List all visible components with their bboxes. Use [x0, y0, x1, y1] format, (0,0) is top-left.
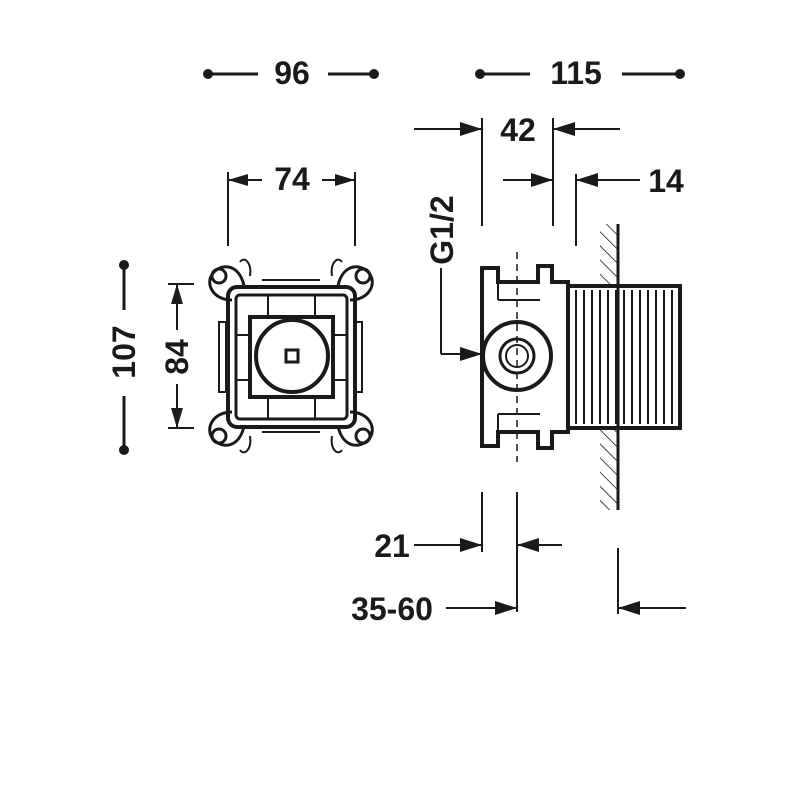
dimension-115: 115 [475, 55, 685, 91]
mounting-ear-bottom-left [208, 410, 252, 454]
dimension-74-label: 74 [274, 161, 310, 197]
front-view [208, 258, 374, 454]
dimension-107: 107 [106, 260, 142, 455]
dimension-21: 21 [374, 492, 562, 612]
dimension-42-label: 42 [500, 112, 536, 148]
mounting-ear-bottom-right [330, 410, 374, 454]
dimension-84: 84 [159, 283, 195, 429]
wall-section [600, 224, 620, 510]
dimension-21-label: 21 [374, 528, 410, 564]
dimension-14: 14 [503, 163, 684, 246]
dimension-42: 42 [414, 112, 620, 226]
side-view [480, 224, 682, 510]
dimension-35-60-label: 35-60 [351, 591, 433, 627]
dimension-14-label: 14 [648, 163, 684, 199]
dimension-84-label: 84 [159, 339, 195, 375]
thread-lines [575, 290, 673, 424]
dimension-96: 96 [203, 55, 379, 91]
mounting-ear-top-left [208, 258, 252, 302]
dimension-74: 74 [227, 161, 356, 246]
dimension-96-label: 96 [274, 55, 310, 91]
mounting-ear-top-right [330, 258, 374, 302]
connection-label-g12: G1/2 [424, 195, 482, 361]
dimension-107-label: 107 [106, 325, 142, 378]
connection-thread-label: G1/2 [424, 195, 460, 264]
dimension-35-60: 35-60 [351, 548, 686, 627]
dimension-115-label: 115 [550, 55, 602, 91]
